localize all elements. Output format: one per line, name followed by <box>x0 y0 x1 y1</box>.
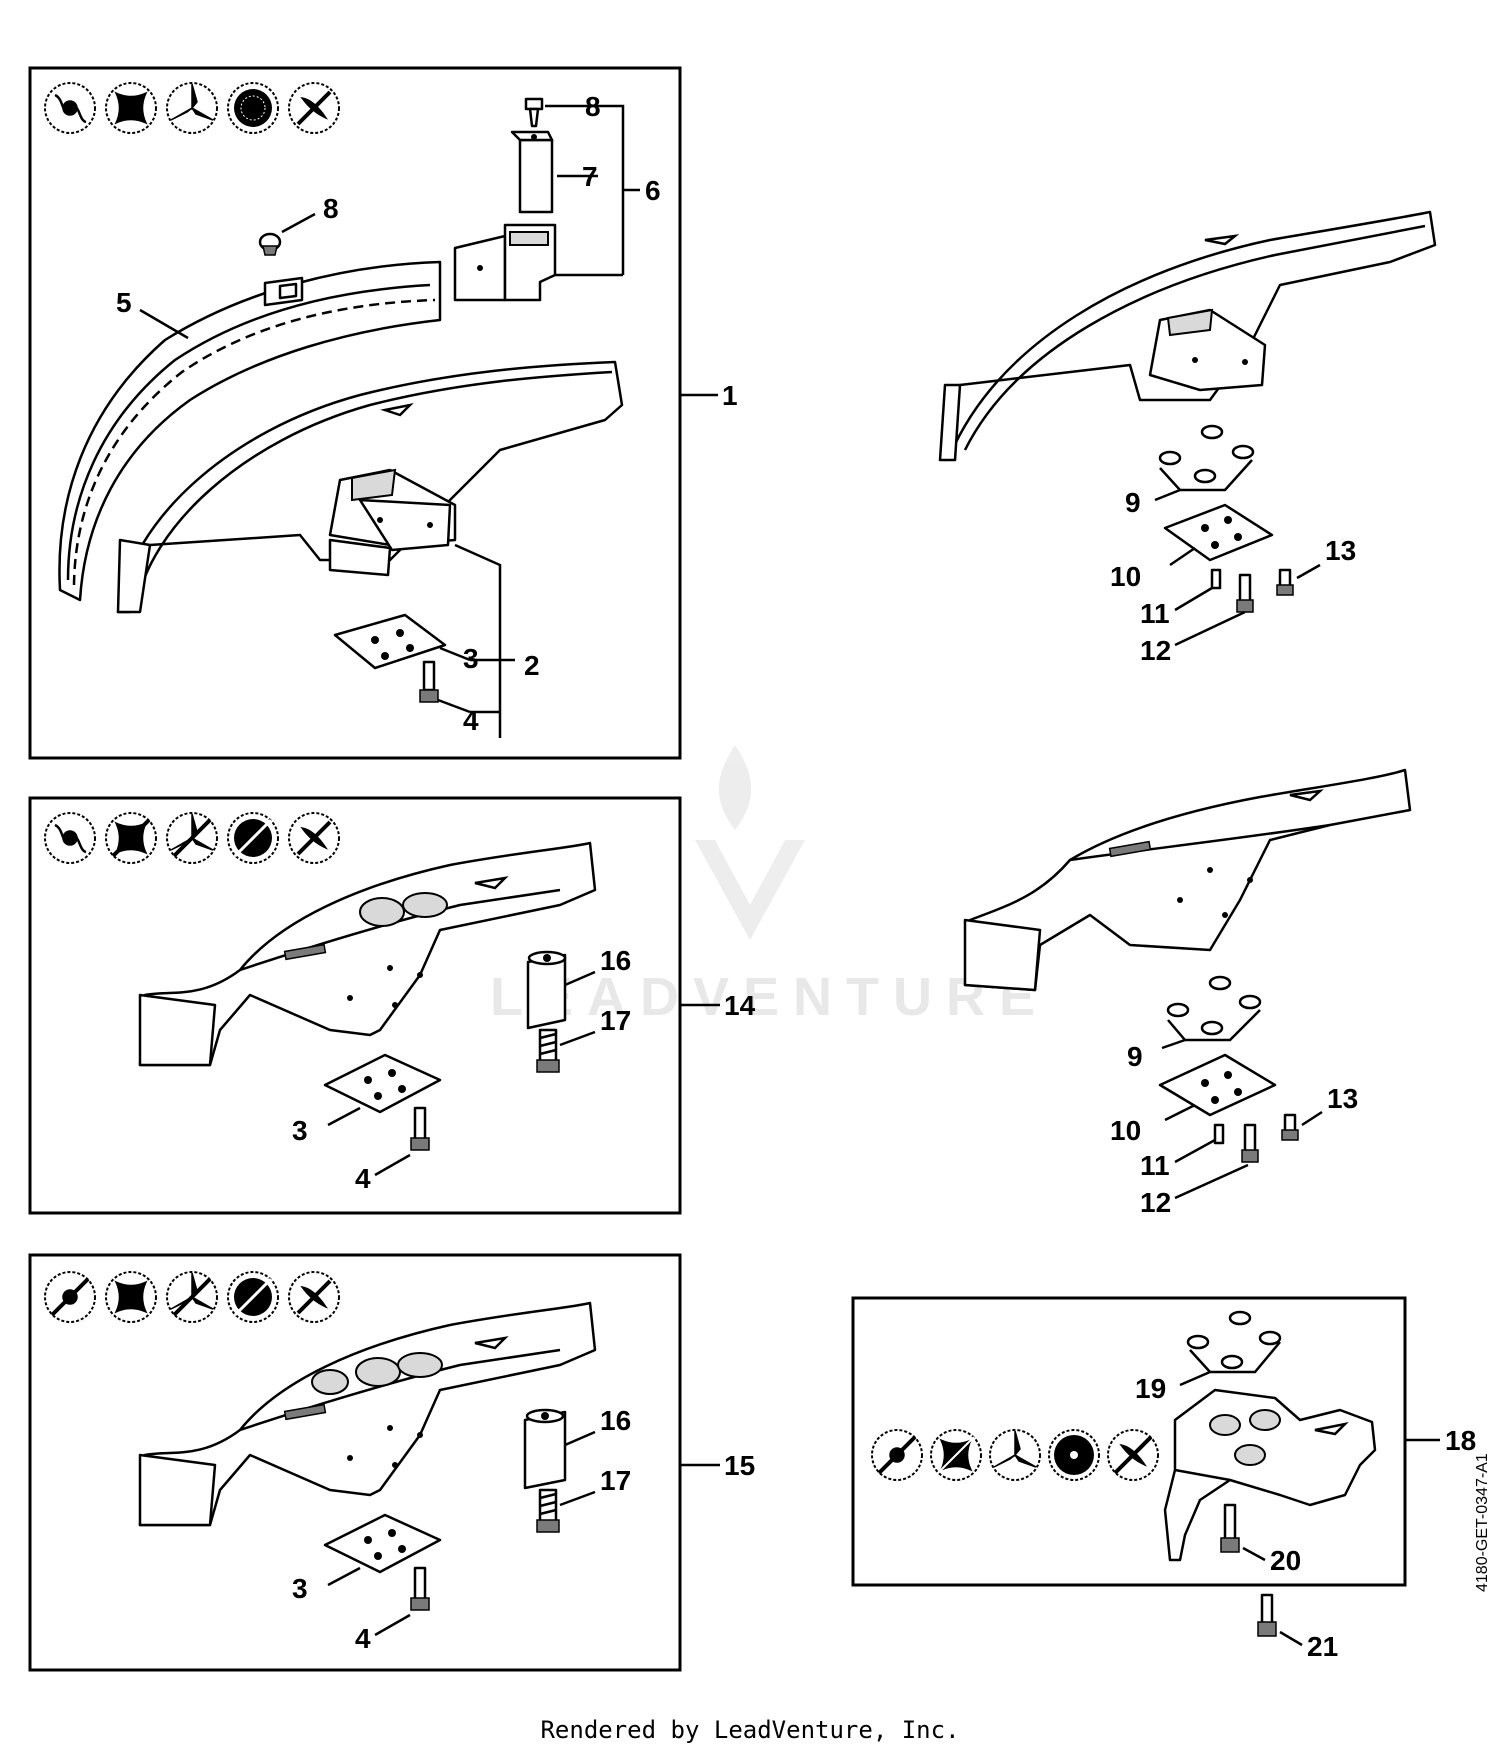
callout-11-a: 11 <box>1140 598 1170 629</box>
screw-part-4-c <box>410 1566 430 1611</box>
callout-lines-top-right <box>1154 459 1321 647</box>
callout-13-a: 13 <box>1325 535 1356 566</box>
callout-16-b: 16 <box>600 1405 631 1436</box>
callout-12-a: 12 <box>1140 635 1171 666</box>
callout-lines-middle-right <box>1161 1009 1323 1200</box>
bracket-part-6 <box>453 223 557 302</box>
callout-14: 14 <box>724 990 756 1021</box>
brush-knife-icon <box>288 1271 340 1323</box>
screw-part-4-b <box>410 1106 430 1151</box>
callout-9-b: 9 <box>1127 1041 1143 1072</box>
icon-row-panel-14 <box>44 812 340 864</box>
callout-8-top: 8 <box>585 91 601 122</box>
callout-2: 2 <box>524 650 540 681</box>
document-id: 4180-GET-0347-A1 <box>1474 1453 1491 1592</box>
brush-knife-icon <box>288 812 340 864</box>
callout-4-b: 4 <box>355 1163 371 1194</box>
grass-cutting-blade-icon <box>989 1429 1041 1481</box>
deflector-guard-part-15 <box>138 1301 597 1527</box>
callout-10-b: 10 <box>1110 1115 1141 1146</box>
callout-3-c: 3 <box>292 1573 308 1604</box>
base-plate-part-3-b <box>323 1053 442 1114</box>
screw-part-8-top <box>524 97 544 128</box>
brush-knife-icon <box>288 82 340 134</box>
icon-row-panel-1 <box>44 82 340 134</box>
callout-17-b: 17 <box>600 1465 631 1496</box>
deflector-guard-middle-right <box>963 768 1412 992</box>
callout-9-a: 9 <box>1125 487 1141 518</box>
callout-8-left: 8 <box>323 193 339 224</box>
callout-5: 5 <box>116 287 132 318</box>
polycut-head-icon <box>105 812 157 864</box>
callout-20: 20 <box>1270 1545 1301 1576</box>
callout-lines-panel-15 <box>327 1430 720 1637</box>
spring-part-17-a <box>536 1028 560 1073</box>
screw-part-21 <box>1257 1593 1277 1637</box>
polycut-head-icon <box>105 82 157 134</box>
base-plate-part-3-c <box>323 1513 442 1574</box>
trimmer-head-icon <box>871 1429 923 1481</box>
grass-cutting-blade-icon <box>166 1271 218 1323</box>
callout-1: 1 <box>722 380 738 411</box>
callout-lines-panel-18 <box>1179 1341 1440 1647</box>
circular-saw-blade-icon <box>1048 1429 1100 1481</box>
trimmer-head-icon <box>44 1271 96 1323</box>
callout-12-b: 12 <box>1140 1187 1171 1218</box>
spring-part-17-b <box>536 1488 560 1533</box>
callout-15: 15 <box>724 1450 755 1481</box>
washers-part-9-b <box>1166 975 1262 1036</box>
panel-assembly-15 <box>28 1253 682 1672</box>
callout-7: 7 <box>582 161 598 192</box>
grass-cutting-blade-icon <box>166 812 218 864</box>
callout-19: 19 <box>1135 1373 1166 1404</box>
icon-row-panel-18 <box>871 1429 1159 1481</box>
screws-part-11-13-b <box>1213 1113 1299 1163</box>
rendered-by-footer: Rendered by LeadVenture, Inc. <box>540 1716 960 1744</box>
callout-18: 18 <box>1445 1425 1476 1456</box>
callout-lines-panel-14 <box>327 970 720 1177</box>
base-plate-part-10-a <box>1163 503 1274 562</box>
bracket-part-16-a <box>526 950 567 1030</box>
grass-cutting-blade-icon <box>166 82 218 134</box>
washers-part-19 <box>1186 1310 1282 1370</box>
panel-assembly-1 <box>28 66 682 760</box>
trimmer-head-icon <box>44 812 96 864</box>
callout-16-a: 16 <box>600 945 631 976</box>
callout-10-a: 10 <box>1110 561 1141 592</box>
knob-part-8 <box>258 232 282 256</box>
icon-row-panel-15 <box>44 1271 340 1323</box>
callout-13-b: 13 <box>1327 1083 1358 1114</box>
circular-saw-blade-icon <box>227 812 279 864</box>
clamp-plate-part-7 <box>510 130 554 214</box>
callout-6: 6 <box>645 175 661 206</box>
deflector-guard-part-14 <box>138 841 597 1067</box>
deflector-guard-part-1 <box>116 360 624 614</box>
callout-3: 3 <box>463 643 479 674</box>
callout-3-b: 3 <box>292 1115 308 1146</box>
trimmer-head-icon <box>44 82 96 134</box>
base-plate-part-3 <box>333 613 447 670</box>
callout-17-a: 17 <box>600 1005 631 1036</box>
bracket-part-16-b <box>523 1408 567 1490</box>
washers-part-9-a <box>1158 424 1255 484</box>
base-plate-part-10-b <box>1158 1053 1277 1117</box>
polycut-head-icon <box>930 1429 982 1481</box>
callout-4: 4 <box>463 705 479 736</box>
callout-4-c: 4 <box>355 1623 371 1654</box>
deflector-guard-top-right <box>938 210 1437 462</box>
screws-part-11-13-a <box>1210 568 1294 613</box>
gear-housing-guard-part-18 <box>1163 1388 1377 1562</box>
callout-21: 21 <box>1307 1631 1338 1662</box>
circular-saw-blade-icon <box>227 1271 279 1323</box>
callout-11-b: 11 <box>1140 1150 1170 1181</box>
screw-part-4 <box>419 660 439 703</box>
polycut-head-icon <box>105 1271 157 1323</box>
screw-part-20 <box>1220 1503 1240 1553</box>
brush-knife-icon <box>1107 1429 1159 1481</box>
callout-lines-panel-1 <box>139 104 718 738</box>
panel-assembly-18 <box>851 1296 1407 1587</box>
shield-extension-part-5 <box>58 260 442 602</box>
circular-saw-blade-icon <box>227 82 279 134</box>
